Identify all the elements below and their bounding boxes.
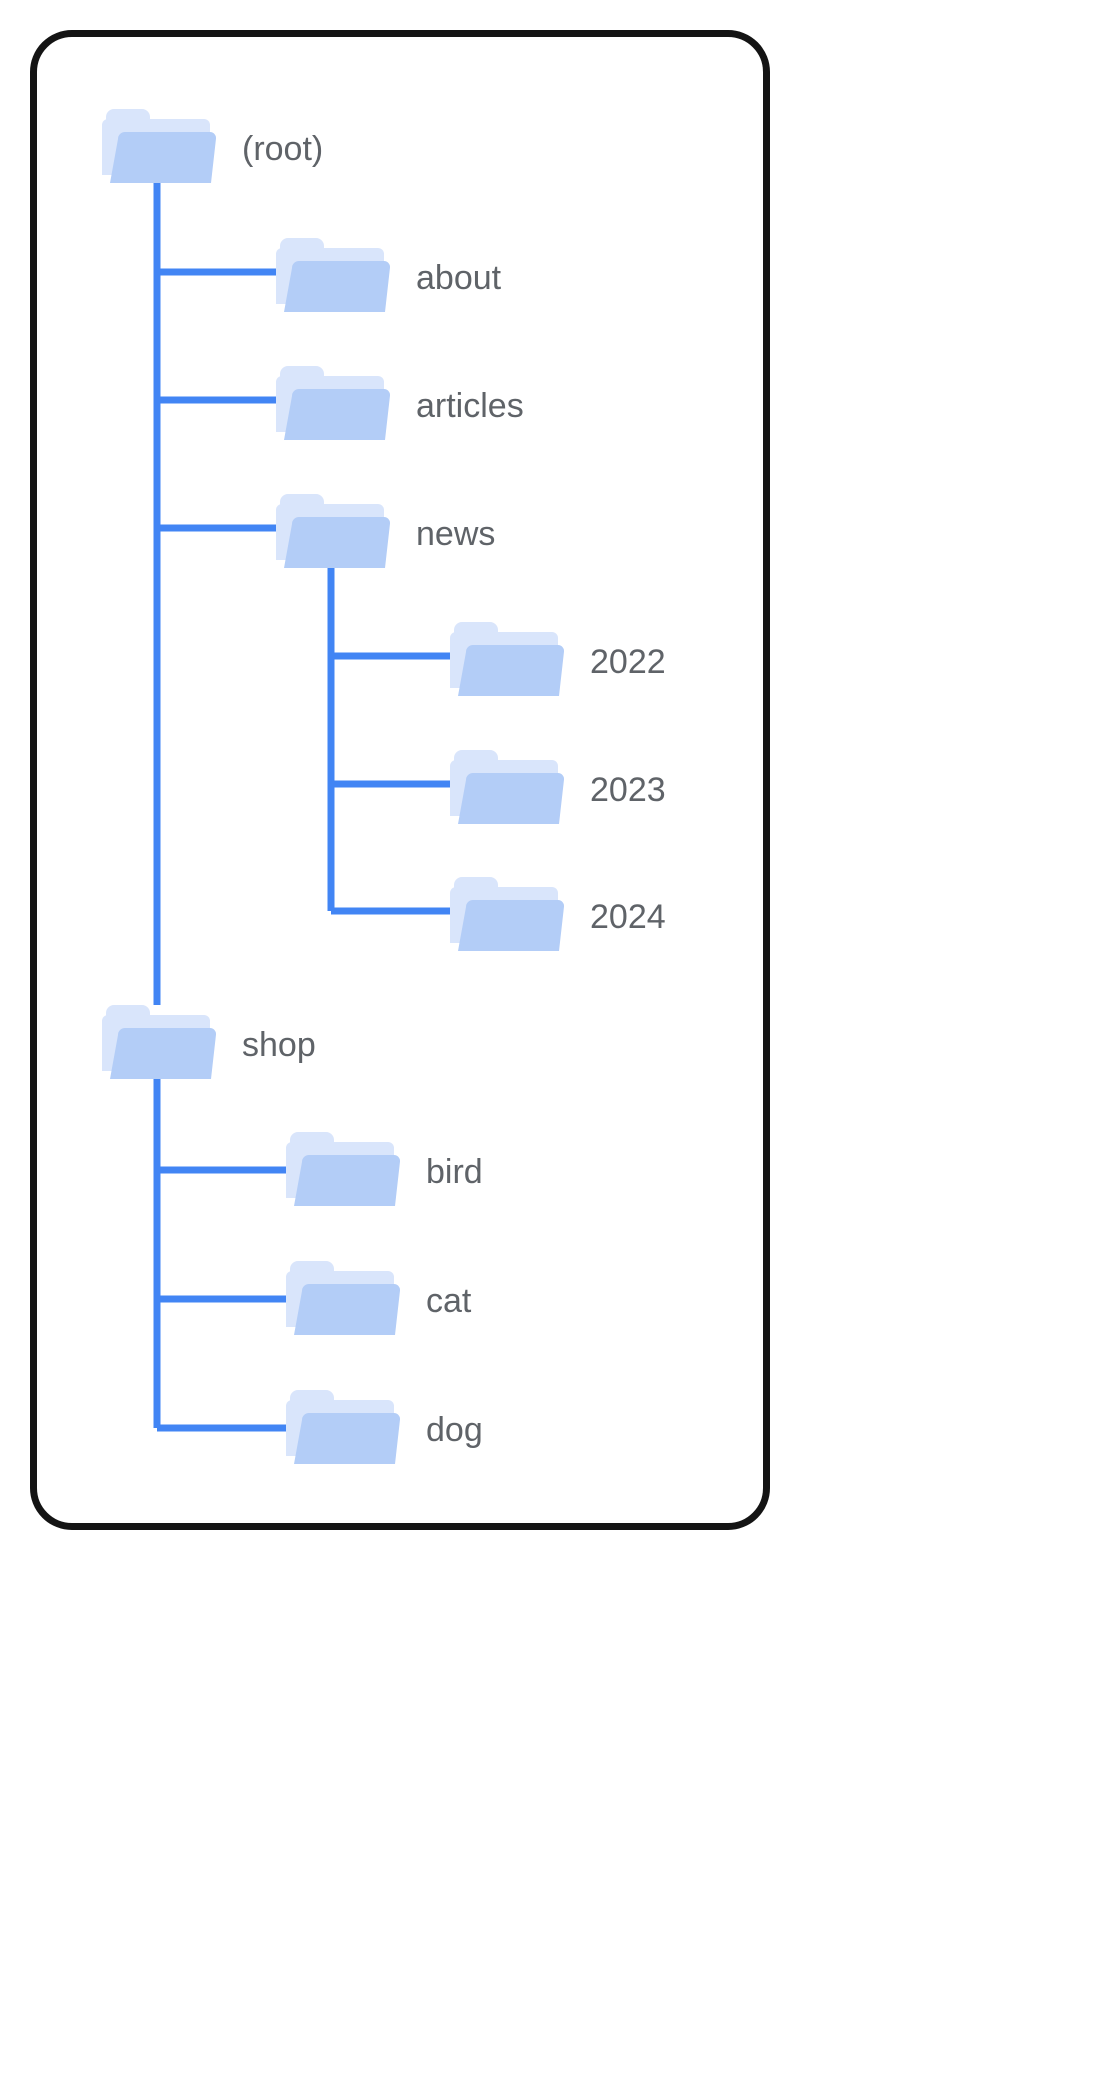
tree-node-label: shop (242, 1025, 316, 1064)
diagram-card (30, 30, 770, 1530)
tree-node-about[interactable]: about (274, 232, 501, 323)
tree-node-label: news (416, 514, 496, 553)
tree-node-news[interactable]: news (274, 488, 495, 579)
tree-node-label: cat (426, 1281, 472, 1320)
folder-icon (100, 103, 218, 194)
tree-node-dog[interactable]: dog (284, 1384, 483, 1475)
tree-node-bird[interactable]: bird (284, 1126, 483, 1217)
tree-node-2023[interactable]: 2023 (448, 744, 666, 835)
tree-node-cat[interactable]: cat (284, 1255, 471, 1346)
tree-node-label: 2023 (590, 770, 666, 809)
tree-node-root[interactable]: (root) (100, 103, 323, 194)
tree-node-label: articles (416, 386, 524, 425)
tree-node-label: 2024 (590, 897, 666, 936)
tree-node-label: about (416, 258, 502, 297)
tree-node-articles[interactable]: articles (274, 360, 524, 451)
tree-node-label: 2022 (590, 642, 666, 681)
folder-icon (448, 744, 566, 835)
tree-node-shop[interactable]: shop (100, 999, 316, 1090)
folder-icon (274, 232, 392, 323)
tree-node-label: bird (426, 1152, 483, 1191)
folder-icon (284, 1384, 402, 1475)
folder-icon (274, 488, 392, 579)
tree-node-2022[interactable]: 2022 (448, 616, 666, 707)
tree-node-2024[interactable]: 2024 (448, 871, 666, 962)
folder-icon (100, 999, 218, 1090)
folder-icon (274, 360, 392, 451)
folder-icon (284, 1255, 402, 1346)
folder-icon (448, 871, 566, 962)
folder-icon (284, 1126, 402, 1217)
folder-icon (448, 616, 566, 707)
tree-node-label: (root) (242, 129, 324, 168)
tree-node-label: dog (426, 1410, 483, 1449)
